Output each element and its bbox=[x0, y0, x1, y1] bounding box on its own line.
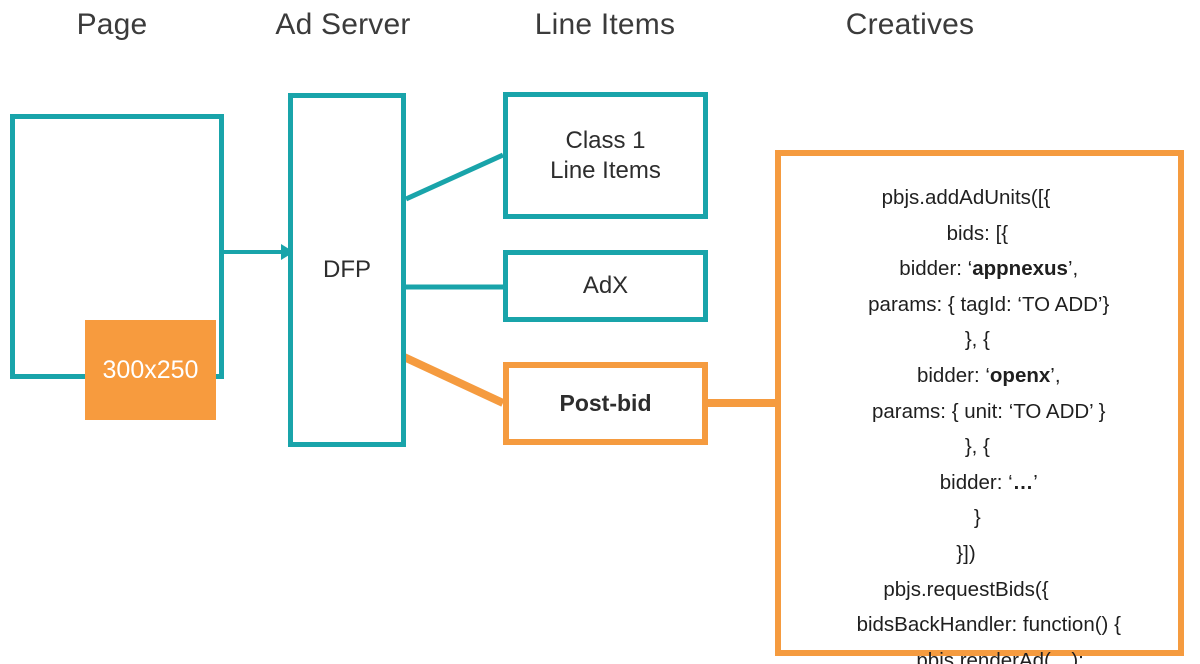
code-line: pbjs.requestBids({ bbox=[883, 577, 1049, 601]
ad-slot-label: 300x250 bbox=[102, 355, 199, 384]
connector-dfp-to-postbid bbox=[402, 353, 505, 407]
class1-label-line2: Line Items bbox=[550, 156, 661, 184]
code-line: params: { unit: ‘TO ADD’ } bbox=[826, 399, 1106, 423]
code-bidder-name: openx bbox=[989, 363, 1051, 387]
connector-dfp-to-class1 bbox=[404, 152, 505, 202]
creatives-code-box[interactable]: pbjs.addAdUnits([{ bids: [{ bidder: ‘app… bbox=[775, 150, 1184, 664]
code-line: bidder: ‘appnexus’, bbox=[853, 257, 1079, 281]
code-line: bidder: ‘…’ bbox=[894, 470, 1038, 494]
class1-label-line1: Class 1 bbox=[565, 127, 646, 155]
code-line: pbjs.addAdUnits([{ bbox=[881, 186, 1051, 209]
code-line: bidsBackHandler: function() { bbox=[811, 613, 1121, 637]
code-line: }, { bbox=[942, 435, 990, 459]
dfp-box[interactable]: DFP bbox=[288, 93, 406, 447]
adx-label: AdX bbox=[582, 272, 629, 300]
prebid-code-snippet: pbjs.addAdUnits([{ bids: [{ bidder: ‘app… bbox=[811, 180, 1121, 664]
post-bid-box[interactable]: Post-bid bbox=[503, 362, 708, 445]
page-box[interactable]: 300x250 bbox=[10, 114, 224, 420]
code-line: params: { tagId: ‘TO ADD’} bbox=[822, 292, 1110, 316]
column-header-creatives: Creatives bbox=[845, 8, 975, 41]
post-bid-label: Post-bid bbox=[559, 390, 652, 417]
code-line: } bbox=[951, 506, 981, 530]
code-line: }, { bbox=[942, 328, 990, 352]
code-line: }]) bbox=[956, 541, 976, 565]
class1-line-items-box[interactable]: Class 1 Line Items bbox=[503, 92, 708, 219]
class1-line-items-label: Class 1 Line Items bbox=[550, 126, 661, 185]
code-line: bids: [{ bbox=[923, 221, 1009, 245]
ad-slot-300x250[interactable]: 300x250 bbox=[85, 320, 216, 420]
column-header-line-items: Line Items bbox=[534, 8, 676, 41]
code-bidder-name: … bbox=[1012, 470, 1034, 494]
adx-box[interactable]: AdX bbox=[503, 250, 708, 322]
code-line: bidder: ‘openx’, bbox=[871, 363, 1061, 387]
column-header-page: Page bbox=[76, 8, 148, 41]
dfp-label: DFP bbox=[323, 256, 371, 284]
code-line: pbjs.renderAd(…); bbox=[848, 648, 1084, 664]
code-bidder-name: appnexus bbox=[972, 257, 1068, 281]
column-header-ad-server: Ad Server bbox=[275, 8, 411, 41]
